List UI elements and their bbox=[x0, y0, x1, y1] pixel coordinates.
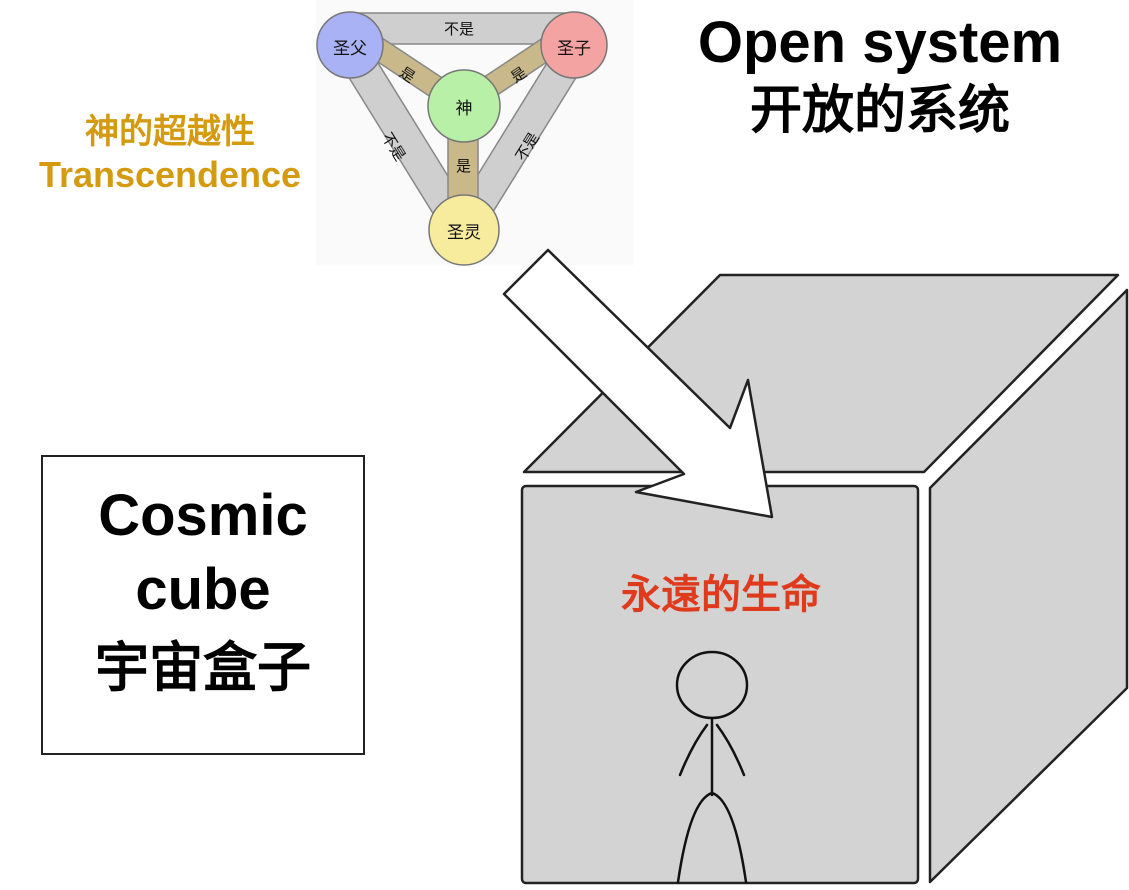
entry-arrow bbox=[502, 248, 774, 519]
cosmic-cube-en-line1: Cosmic bbox=[98, 483, 308, 548]
stick-figure-legs bbox=[676, 791, 748, 884]
open-system-zh: 开放的系统 bbox=[749, 81, 1010, 141]
node-spirit-label: 圣灵 bbox=[447, 223, 481, 243]
stick-figure bbox=[675, 650, 749, 884]
node-god-label: 神 bbox=[455, 99, 473, 119]
label-god-spirit-is: 是 bbox=[456, 157, 472, 175]
transcendence-zh: 神的超越性 bbox=[85, 112, 255, 152]
cosmic-cube-en-line2: cube bbox=[135, 557, 271, 622]
cosmic-cube-zh: 宇宙盒子 bbox=[95, 636, 311, 699]
transcendence-caption: 神的超越性 Transcendence bbox=[0, 112, 340, 196]
open-system-en: Open system bbox=[697, 10, 1063, 75]
node-god-circle bbox=[427, 69, 501, 143]
label-father-son-is-not: 不是 bbox=[444, 20, 475, 38]
node-father-circle bbox=[316, 11, 384, 79]
stick-figure-right-arm bbox=[715, 723, 746, 777]
eternal-life-label: 永遠的生命 bbox=[621, 572, 821, 618]
node-spirit-circle bbox=[428, 194, 500, 266]
node-father-label: 圣父 bbox=[333, 39, 367, 59]
transcendence-en: Transcendence bbox=[38, 153, 302, 195]
node-son-circle bbox=[540, 11, 608, 79]
node-son-label: 圣子 bbox=[557, 39, 591, 59]
open-system-heading: Open system 开放的系统 bbox=[655, 8, 1105, 144]
stick-figure-left-arm bbox=[678, 723, 709, 777]
cosmic-cube-label-box: Cosmic cube 宇宙盒子 bbox=[41, 455, 365, 755]
cube-right-face bbox=[928, 288, 1129, 884]
stick-figure-head bbox=[675, 650, 749, 720]
